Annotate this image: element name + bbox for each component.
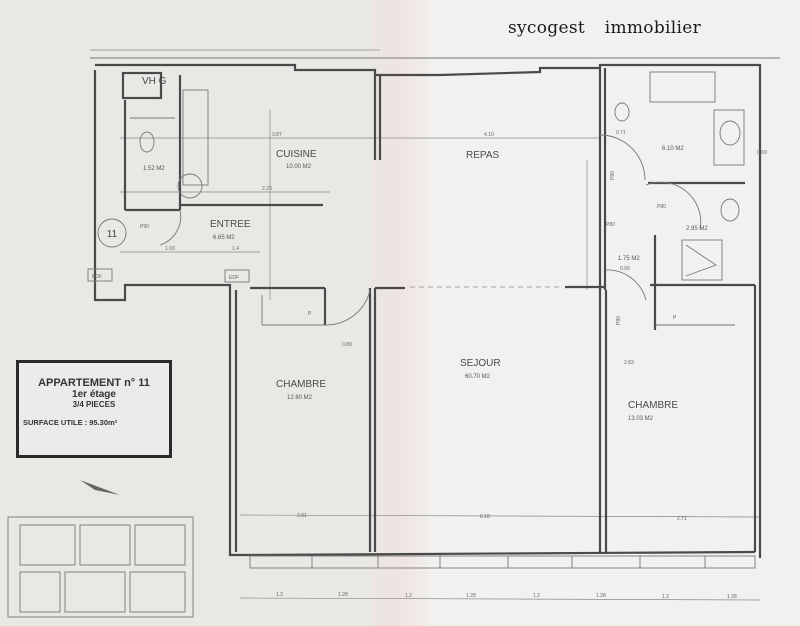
dim-bottom: 1.28 xyxy=(596,593,606,599)
paper-right-half xyxy=(430,0,800,626)
room-label-chambre-1: CHAMBRE xyxy=(276,379,326,390)
area-shower: 2.95 M2 xyxy=(686,226,708,232)
dim-2-23: 2.23 xyxy=(262,186,272,192)
dim-bottom: 1.28 xyxy=(466,593,476,599)
apartment-title: APPARTEMENT n° 11 xyxy=(38,377,150,389)
walls xyxy=(93,63,762,569)
room-label-entree: ENTREE xyxy=(210,219,251,230)
dim-2-81: 2.81 xyxy=(297,513,307,519)
mini-location-plan xyxy=(7,516,194,618)
room-label-repas: REPAS xyxy=(466,150,499,161)
paper-fold xyxy=(372,0,430,626)
dim-4-10: 4.10 xyxy=(484,132,494,138)
apartment-floor: 1er étage xyxy=(72,389,116,400)
north-arrow-icon xyxy=(80,480,120,495)
area-wc: 1.52 M2 xyxy=(143,166,165,172)
room-label-cuisine: CUISINE xyxy=(276,149,317,160)
dim-1-4: 1.4 xyxy=(232,246,239,252)
brand-subtitle: immobilier xyxy=(604,18,701,38)
dim-2-71: 2.71 xyxy=(677,516,687,522)
door-p80-a: P80 xyxy=(657,204,666,210)
room-label-vhg: VH G xyxy=(142,76,167,87)
construction-lines xyxy=(90,49,780,601)
dim-0-69: 0.69 xyxy=(757,150,767,156)
dim-0-99: 0.99 xyxy=(620,266,630,272)
dim-6-18: 6.18 xyxy=(480,514,490,520)
dim-3-87: 3.87 xyxy=(272,132,282,138)
area-chambre-1: 12.60 M2 xyxy=(287,395,313,401)
dim-0-89: 0.89 xyxy=(342,342,352,348)
dim-1-93: 1.93 xyxy=(165,246,175,252)
area-sejour: 60.70 M2 xyxy=(465,374,491,380)
dim-2-83: 2.83 xyxy=(624,360,634,366)
door-p90: P90 xyxy=(140,224,149,230)
area-cuisine: 10.00 M2 xyxy=(286,164,312,170)
brand-header: sycogest immobilier xyxy=(508,18,715,38)
placard-1: P xyxy=(308,311,312,317)
area-hall: 1.75 M2 xyxy=(618,256,640,262)
area-entree: 6.65 M2 xyxy=(213,235,235,241)
room-label-chambre-2: CHAMBRE xyxy=(628,400,678,411)
apartment-info-box: APPARTEMENT n° 11 1er étage 3/4 PIECES S… xyxy=(16,360,172,458)
door-p80-d: P80 xyxy=(616,316,622,325)
door-p80-c: P80 xyxy=(610,171,616,180)
dim-bottom: 1.2 xyxy=(405,593,412,599)
apartment-number-marker xyxy=(97,218,127,248)
edf-box-2 xyxy=(224,269,250,283)
apartment-number: 11 xyxy=(107,229,118,240)
dim-0-71: 0.71 xyxy=(616,130,626,136)
edf-label-1: EDF xyxy=(92,274,102,280)
area-bathroom: 6.10 M2 xyxy=(662,146,684,152)
area-chambre-2: 13.03 M2 xyxy=(628,416,654,422)
brand-name: sycogest xyxy=(508,18,585,38)
door-p80-b: P80 xyxy=(606,222,615,228)
dim-bottom: 1.28 xyxy=(727,594,737,600)
dim-bottom: 1.2 xyxy=(533,593,540,599)
dim-bottom: 1.2 xyxy=(662,594,669,600)
edf-label-2: EDF xyxy=(229,275,239,281)
apartment-rooms: 3/4 PIECES xyxy=(72,400,116,409)
apartment-surface: SURFACE UTILE : 95.30m² xyxy=(23,418,118,427)
room-label-sejour: SEJOUR xyxy=(460,358,501,369)
placard-2: P xyxy=(673,315,677,321)
dim-bottom: 1.28 xyxy=(338,592,348,598)
bottom-dimension-row: 1.2 1.28 1.2 1.28 1.2 1.28 1.2 1.28 xyxy=(276,592,737,600)
edf-box-1 xyxy=(87,268,113,282)
dim-bottom: 1.2 xyxy=(276,592,283,598)
